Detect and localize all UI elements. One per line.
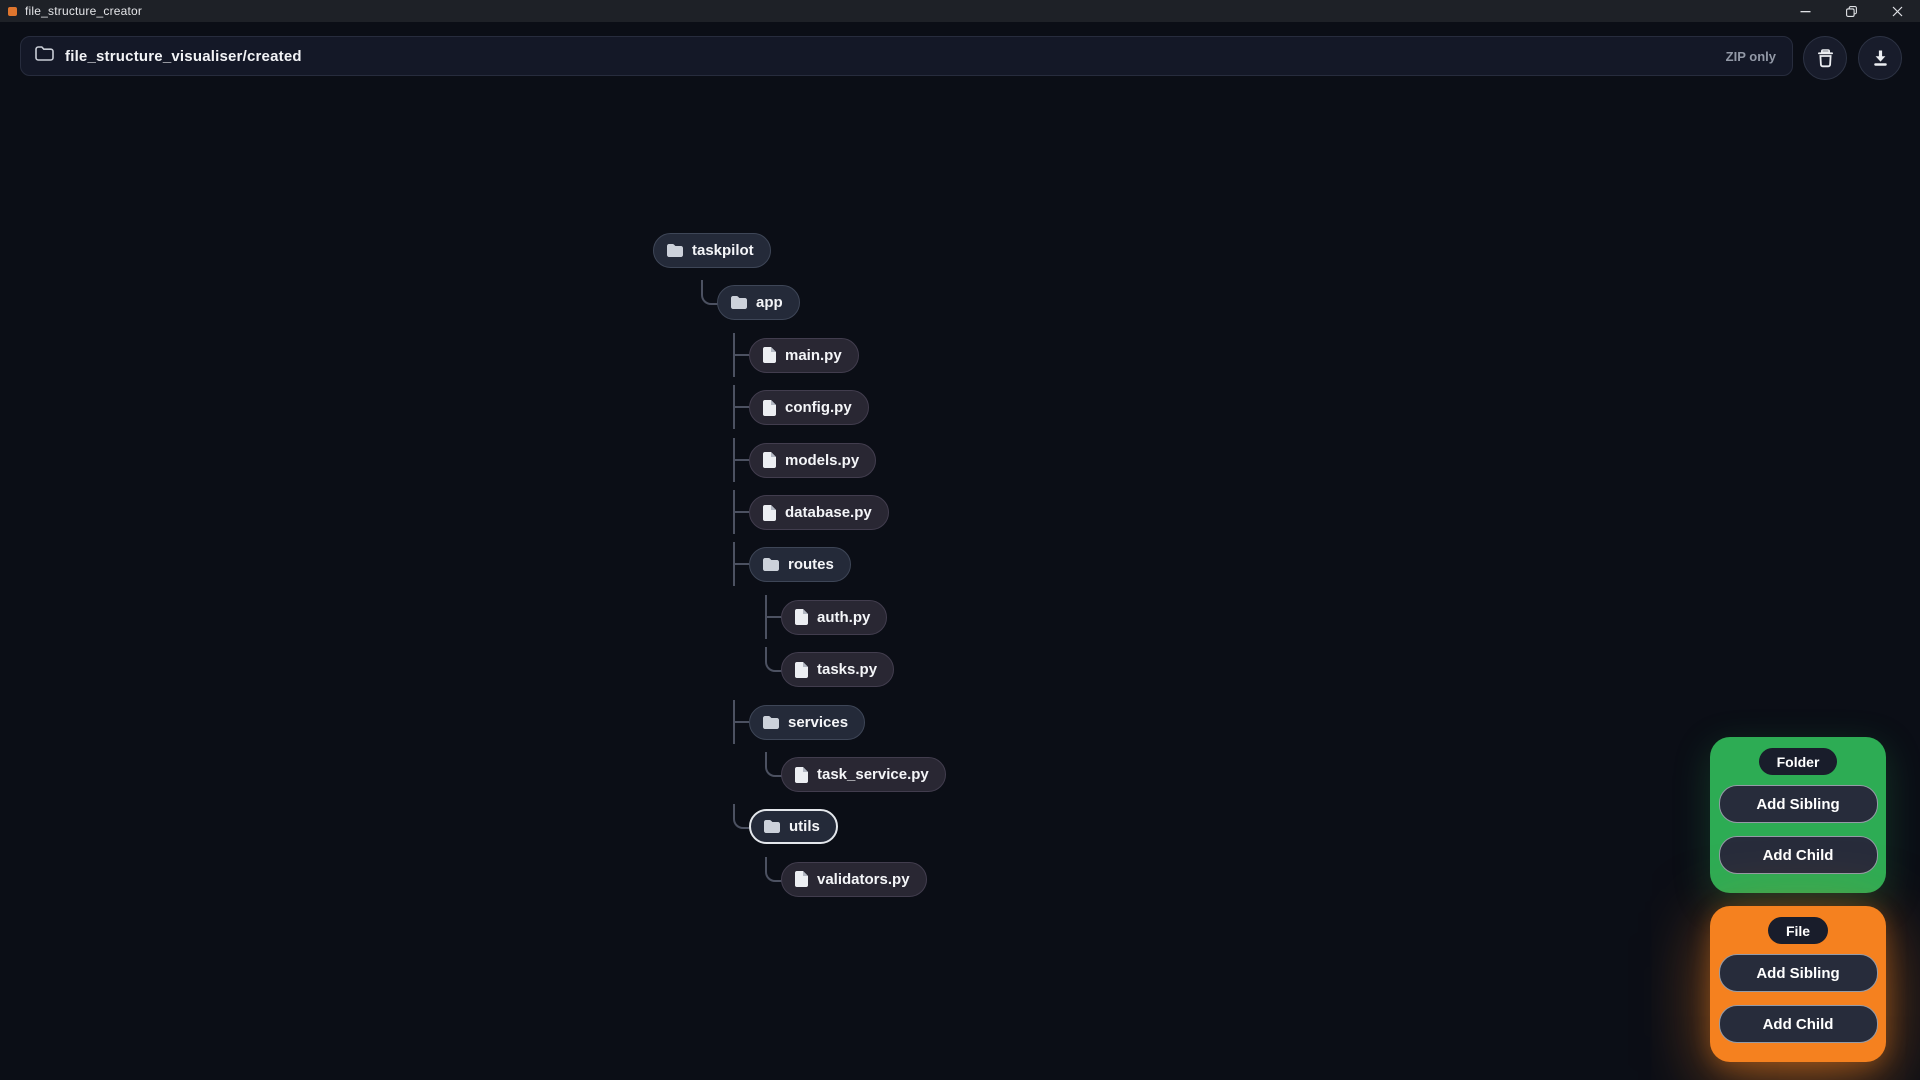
tree-node-label: auth.py: [817, 608, 871, 626]
tree-node-taskpilot[interactable]: taskpilot: [653, 233, 771, 268]
folder-icon: [763, 715, 779, 729]
file-icon: [763, 452, 776, 469]
tree-node-label: task_service.py: [817, 766, 929, 783]
file-add-sibling-button[interactable]: Add Sibling: [1718, 954, 1878, 992]
folder-add-child-button[interactable]: Add Child: [1718, 836, 1878, 874]
tree-node-auth.py[interactable]: auth.py: [781, 599, 888, 635]
tree-node-models.py[interactable]: models.py: [749, 442, 877, 478]
tree-node-label: utils: [789, 818, 820, 836]
tree-node-label: tasks.py: [817, 661, 878, 679]
tree-node-main.py[interactable]: main.py: [749, 337, 859, 373]
file-icon: [795, 871, 808, 888]
tree-node-utils[interactable]: utils: [749, 809, 838, 845]
file-actions-panel: File Add Sibling Add Child: [1710, 906, 1886, 1062]
folder-outline-icon: [35, 46, 54, 66]
folder-icon: [763, 558, 779, 572]
tree-node-validators.py[interactable]: validators.py: [781, 861, 927, 897]
restore-button[interactable]: [1828, 0, 1874, 22]
folder-add-sibling-button[interactable]: Add Sibling: [1718, 785, 1878, 823]
tree-connector: [765, 647, 782, 673]
tree-connector: [701, 280, 718, 306]
tree-node-label: models.py: [785, 451, 860, 469]
tree-node-routes[interactable]: routes: [749, 547, 851, 583]
folder-icon: [667, 244, 683, 257]
tree-node-label: database.py: [785, 504, 872, 521]
tree-node-database.py[interactable]: database.py: [749, 495, 889, 530]
tree-connector: [733, 353, 749, 356]
tree-connector: [733, 563, 749, 566]
close-icon: [1892, 6, 1902, 16]
delete-button[interactable]: [1803, 36, 1847, 80]
tree-connector: [733, 804, 750, 830]
tree-connector: [765, 856, 782, 882]
tree-node-label: app: [756, 294, 783, 312]
file-icon: [795, 609, 808, 626]
path-text: file_structure_visualiser/created: [65, 47, 302, 65]
file-icon: [795, 661, 808, 678]
tree-node-label: main.py: [785, 346, 842, 364]
close-button[interactable]: [1874, 0, 1920, 22]
tree-connector: [765, 615, 781, 618]
tree-node-tasks.py[interactable]: tasks.py: [781, 652, 895, 688]
tree-node-label: routes: [788, 556, 834, 574]
tree-node-config.py[interactable]: config.py: [749, 390, 869, 426]
window-controls: [1782, 0, 1920, 22]
folder-icon: [764, 820, 780, 834]
tree-node-services[interactable]: services: [749, 704, 866, 740]
app-icon: [8, 6, 17, 16]
file-icon: [763, 347, 776, 364]
folder-icon: [731, 296, 747, 310]
file-icon: [795, 766, 808, 783]
tree-connector: [765, 752, 782, 777]
zip-only-label: ZIP only: [1725, 48, 1776, 64]
tree-node-label: taskpilot: [692, 242, 754, 259]
file-icon: [763, 399, 776, 416]
tree-node-task_service.py[interactable]: task_service.py: [781, 757, 946, 792]
tree-node-app[interactable]: app: [717, 285, 800, 321]
tree-node-label: validators.py: [817, 870, 910, 888]
file-panel-title: File: [1767, 917, 1829, 944]
tree-connector: [733, 511, 749, 513]
tree-node-label: services: [788, 713, 849, 731]
minimize-icon: [1800, 10, 1810, 12]
file-icon: [763, 504, 776, 521]
file-add-child-button[interactable]: Add Child: [1718, 1005, 1878, 1043]
window-title: file_structure_creator: [25, 4, 143, 18]
trash-icon: [1817, 48, 1833, 67]
download-button[interactable]: [1858, 36, 1902, 80]
download-icon: [1873, 50, 1887, 66]
tree-node-label: config.py: [785, 399, 852, 417]
tree-connector: [733, 458, 749, 461]
path-bar[interactable]: file_structure_visualiser/created ZIP on…: [20, 36, 1793, 76]
title-bar: file_structure_creator: [0, 0, 1920, 22]
tree-connector: [733, 406, 749, 409]
folder-actions-panel: Folder Add Sibling Add Child: [1710, 737, 1886, 893]
minimize-button[interactable]: [1782, 0, 1828, 22]
restore-icon: [1845, 5, 1857, 17]
tree-connector: [733, 720, 749, 723]
folder-panel-title: Folder: [1758, 748, 1838, 775]
